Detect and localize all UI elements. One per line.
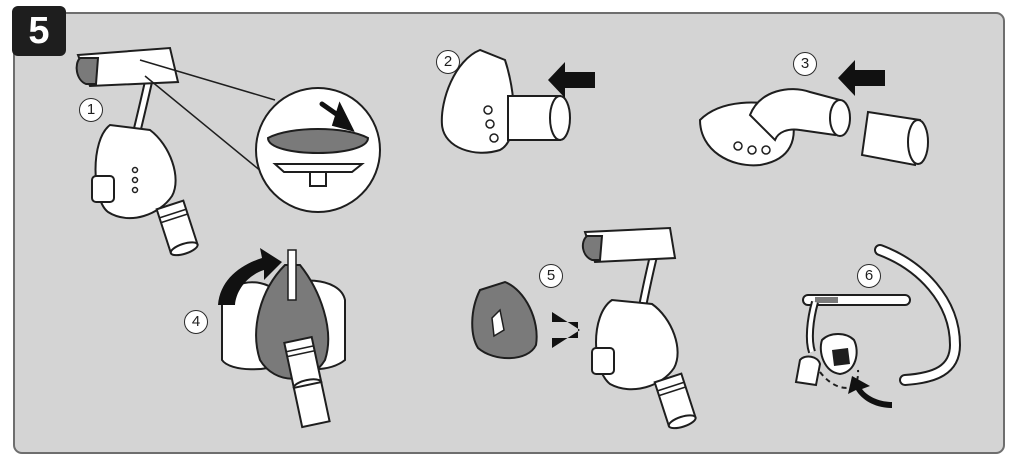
- substep-number-5: 5: [539, 264, 563, 288]
- mask-assembled-illustration: [77, 48, 380, 258]
- elbow-swivel-illustration: [700, 60, 928, 165]
- frame-cushion-illustration: [218, 248, 345, 427]
- cushion-insert-illustration: [472, 228, 697, 431]
- cushion-elbow-illustration: [442, 50, 595, 153]
- substep-number-4: 4: [184, 310, 208, 334]
- substep-number-3: 3: [793, 52, 817, 76]
- substep-number-6: 6: [857, 264, 881, 288]
- substep-number-1: 1: [79, 98, 103, 122]
- substep-number-2: 2: [436, 50, 460, 74]
